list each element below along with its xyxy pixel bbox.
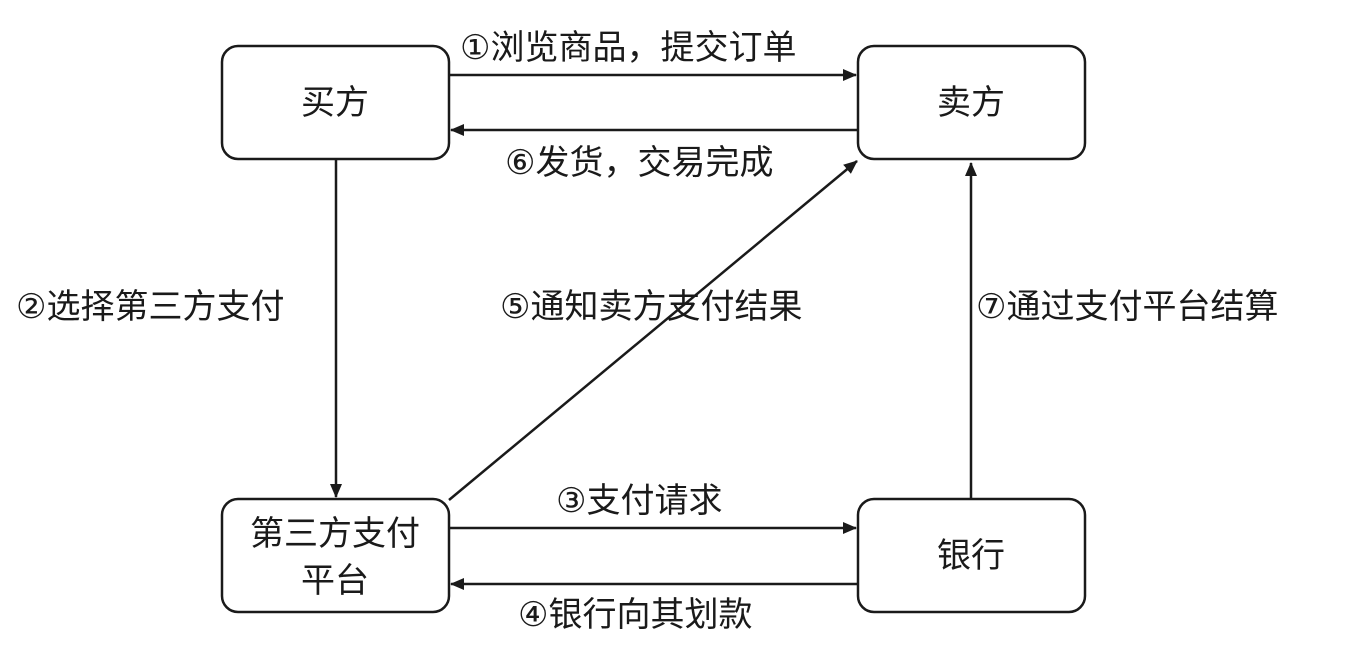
node-platform-label-line2: 平台 <box>301 561 369 601</box>
node-buyer-label: 买方 <box>301 83 369 123</box>
edge-label-step7: ⑦通过支付平台结算 <box>976 287 1278 327</box>
edge-platform-to-seller <box>448 160 858 501</box>
node-bank-label: 银行 <box>937 536 1005 576</box>
edge-label-step4: ④银行向其划款 <box>518 595 752 635</box>
edge-label-step3: ③支付请求 <box>556 481 722 521</box>
edge-label-step1: ①浏览商品，提交订单 <box>460 28 796 68</box>
node-third-party-platform: 第三方支付 平台 <box>220 497 451 614</box>
node-bank: 银行 <box>856 497 1087 614</box>
node-buyer: 买方 <box>220 44 451 161</box>
node-platform-label-line1: 第三方支付 <box>250 514 420 554</box>
edge-label-step6: ⑥发货，交易完成 <box>505 143 773 183</box>
edge-label-step5: ⑤通知卖方支付结果 <box>500 287 802 327</box>
node-seller-label: 卖方 <box>937 83 1005 123</box>
node-seller: 卖方 <box>856 44 1087 161</box>
edge-label-step2: ②选择第三方支付 <box>16 287 284 327</box>
